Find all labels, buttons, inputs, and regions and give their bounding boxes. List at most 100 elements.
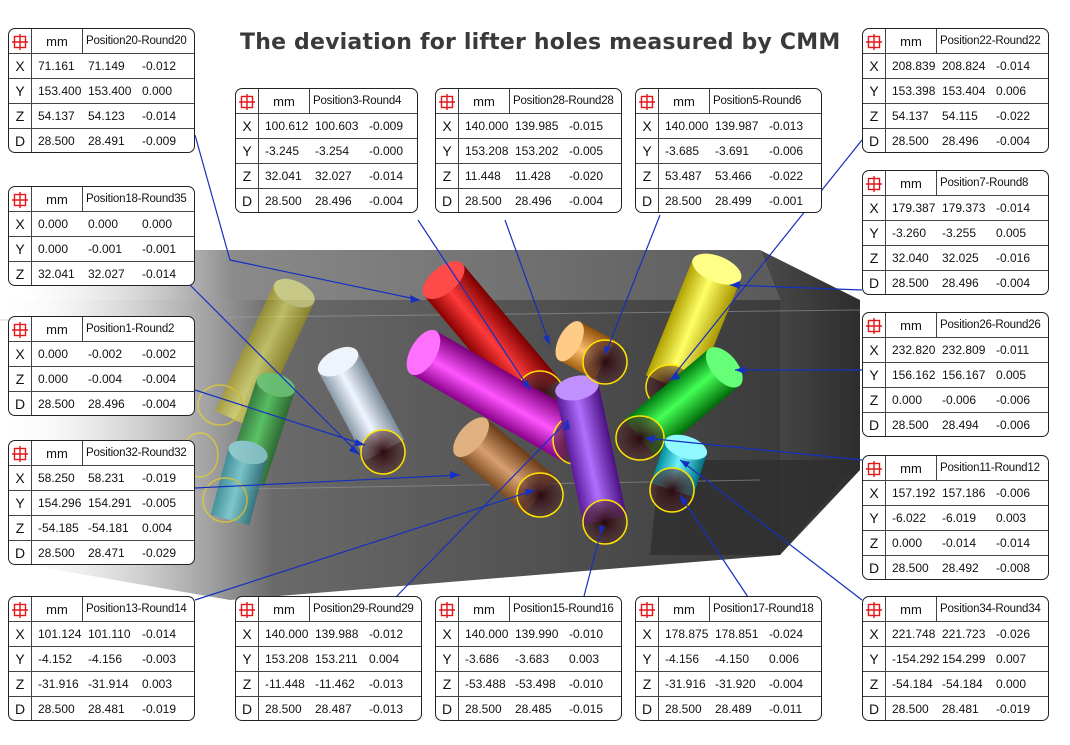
measured-value: 28.481 [88,702,125,716]
axis-label: Y [236,646,259,672]
unit-label: mm [258,597,310,622]
axis-label: D [863,128,886,152]
nominal-value: -3.685 [665,144,700,158]
value-cell: -3.245-3.254-0.000 [258,138,417,164]
deviation-value: 0.003 [142,677,173,691]
nominal-value: 28.500 [465,194,502,208]
measured-value: 232.809 [942,343,986,357]
axis-label: X [436,621,459,647]
crosshair-target-icon [636,597,659,622]
axis-label: X [636,113,659,139]
nominal-value: 54.137 [892,109,929,123]
crosshair-target-icon [436,597,459,622]
measured-value: -4.156 [88,652,123,666]
axis-label: X [863,337,886,363]
value-cell: -31.916-31.920-0.004 [658,671,821,697]
axis-label: X [863,621,886,647]
position-label: Position22-Round22 [936,29,1048,54]
axis-label: Y [863,505,886,531]
nominal-value: 208.839 [892,59,936,73]
nominal-value: 71.161 [38,59,75,73]
deviation-value: -0.014 [142,109,177,123]
measured-value: 28.496 [942,134,979,148]
value-cell: -4.152-4.156-0.003 [31,646,194,672]
position-label: Position28-Round28 [509,89,621,114]
position-label: Position29-Round29 [309,597,421,622]
value-cell: 0.000-0.014-0.014 [885,530,1048,556]
measured-value: 28.489 [715,702,752,716]
nominal-value: 0.000 [38,347,69,361]
measured-value: -54.181 [88,521,129,535]
position-label: Position32-Round32 [82,441,194,466]
axis-label: D [863,412,886,436]
nominal-value: 11.448 [465,169,501,183]
deviation-value: -0.022 [769,169,804,183]
deviation-value: -0.014 [996,201,1031,215]
axis-label: Y [636,138,659,164]
measured-value: 156.167 [942,368,986,382]
deviation-value: 0.000 [142,84,173,98]
nominal-value: 28.500 [38,546,75,560]
nominal-value: -3.686 [465,652,500,666]
axis-label: X [863,53,886,79]
nominal-value: 28.500 [892,702,929,716]
nominal-value: 221.748 [892,627,936,641]
value-cell: -11.448-11.462-0.013 [258,671,421,697]
nominal-value: 28.500 [265,702,302,716]
deviation-value: 0.004 [369,652,400,666]
page-title: The deviation for lifter holes measured … [240,30,841,55]
measured-value: 0.000 [88,217,119,231]
position-label: Position13-Round14 [82,597,194,622]
axis-label: D [436,696,459,720]
crosshair-target-icon [236,597,259,622]
measured-value: 153.202 [515,144,559,158]
nominal-value: -3.260 [892,226,927,240]
nominal-value: 140.000 [465,119,509,133]
nominal-value: -4.152 [38,652,73,666]
nominal-value: 28.500 [38,702,75,716]
measured-value: 157.186 [942,486,986,500]
deviation-value: 0.005 [996,368,1027,382]
measured-value: 54.123 [88,109,125,123]
deviation-value: -0.004 [996,276,1031,290]
table-row: Z-31.916-31.920-0.004 [636,671,821,697]
measured-value: 28.499 [715,194,752,208]
deviation-value: -0.013 [369,677,404,691]
deviation-value: -0.029 [142,546,177,560]
deviation-value: -0.026 [996,627,1031,641]
